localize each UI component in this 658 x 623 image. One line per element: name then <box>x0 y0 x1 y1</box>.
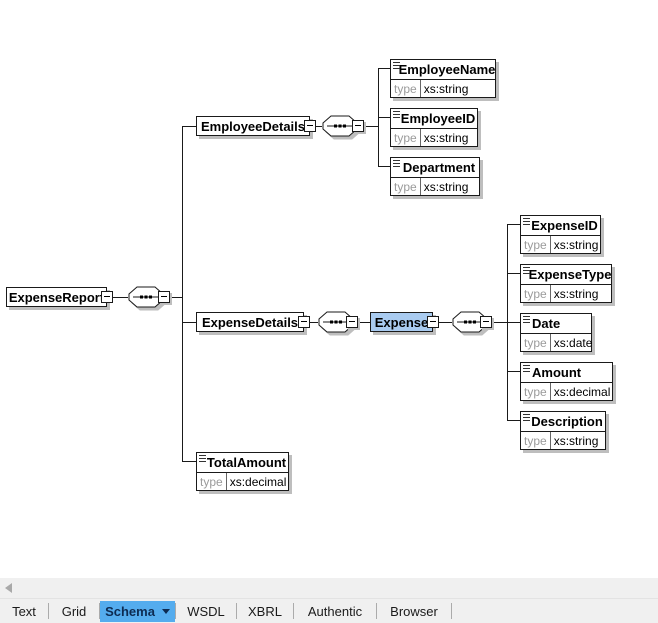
connector-line <box>507 224 520 225</box>
tab-browser[interactable]: Browser <box>390 603 438 619</box>
connector-line <box>170 297 182 298</box>
collapse-toggle[interactable] <box>352 120 364 132</box>
schema-element-expenseid[interactable]: ExpenseID type xs:string <box>520 215 601 254</box>
annotation-icon <box>523 365 530 372</box>
element-name: Department <box>391 158 479 177</box>
element-name: Description <box>521 412 605 431</box>
element-type-row: type xs:string <box>521 235 600 253</box>
sequence-compositor-icon[interactable] <box>452 311 488 333</box>
scroll-left-arrow-icon[interactable] <box>5 583 12 593</box>
dropdown-caret-icon <box>161 608 170 614</box>
connector-line <box>182 126 183 462</box>
element-name: TotalAmount <box>197 453 288 472</box>
annotation-icon <box>523 267 530 274</box>
tab-grid[interactable]: Grid <box>61 603 87 619</box>
collapse-toggle[interactable] <box>158 291 170 303</box>
schema-element-description[interactable]: Description type xs:string <box>520 411 606 450</box>
element-name: ExpenseDetails <box>201 314 299 330</box>
connector-line <box>309 322 318 323</box>
schema-element-employeedetails[interactable]: EmployeeDetails <box>196 116 316 136</box>
connector-line <box>378 68 390 69</box>
element-type-row: type xs:date <box>521 333 592 351</box>
element-type-row: type xs:decimal <box>521 382 612 400</box>
connector-line <box>492 322 520 323</box>
schema-element-date[interactable]: Date type xs:date <box>520 313 592 352</box>
schema-element-department[interactable]: Department type xs:string <box>390 157 480 196</box>
connector-line <box>113 297 128 298</box>
element-name: EmployeeID <box>391 109 477 128</box>
schema-element-amount[interactable]: Amount type xs:decimal <box>520 362 613 401</box>
schema-element-employeename[interactable]: EmployeeName type xs:string <box>390 59 496 98</box>
collapse-toggle[interactable] <box>480 316 492 328</box>
connector-line <box>182 126 196 127</box>
element-name: Expense <box>374 314 429 330</box>
element-name: ExpenseType <box>521 265 611 284</box>
tab-separator <box>175 603 176 619</box>
connector-line <box>507 224 508 421</box>
element-type-row: type xs:decimal <box>197 472 288 490</box>
schema-element-totalamount[interactable]: TotalAmount type xs:decimal <box>196 452 289 491</box>
tab-separator <box>451 603 452 619</box>
collapse-toggle[interactable] <box>298 316 310 328</box>
sequence-compositor-icon[interactable] <box>128 286 164 308</box>
schema-element-expense[interactable]: Expense <box>370 312 439 332</box>
element-type-row: type xs:string <box>391 177 479 195</box>
element-type-row: type xs:string <box>521 431 605 449</box>
annotation-icon <box>393 160 400 167</box>
element-name: ExpenseReport <box>8 289 105 305</box>
annotation-icon <box>523 414 530 421</box>
element-name: EmployeeName <box>391 60 495 79</box>
collapse-toggle[interactable] <box>346 316 358 328</box>
connector-line <box>182 322 196 323</box>
annotation-icon <box>523 218 530 225</box>
connector-line <box>507 371 520 372</box>
element-name: ExpenseID <box>521 216 600 235</box>
collapse-toggle[interactable] <box>304 120 316 132</box>
element-type-row: type xs:string <box>391 79 495 97</box>
connector-line <box>507 420 520 421</box>
tab-separator <box>236 603 237 619</box>
connector-line <box>314 126 322 127</box>
tab-separator <box>99 603 100 619</box>
connector-line <box>378 166 390 167</box>
annotation-icon <box>393 62 400 69</box>
connector-line <box>438 322 452 323</box>
schema-element-expensetype[interactable]: ExpenseType type xs:string <box>520 264 612 303</box>
view-tab-bar: Text Grid Schema WSDL XBRL Authentic Bro… <box>0 598 658 623</box>
tab-schema[interactable]: Schema <box>100 600 175 622</box>
element-name: Amount <box>521 363 612 382</box>
tab-wsdl[interactable]: WSDL <box>187 603 225 619</box>
annotation-icon <box>523 316 530 323</box>
element-name: EmployeeDetails <box>200 118 306 134</box>
element-type-row: type xs:string <box>391 128 477 146</box>
tab-separator <box>376 603 377 619</box>
sequence-compositor-icon[interactable] <box>318 311 354 333</box>
tab-separator <box>48 603 49 619</box>
element-type-row: type xs:string <box>521 284 611 302</box>
collapse-toggle[interactable] <box>427 316 439 328</box>
connector-line <box>507 273 520 274</box>
tab-xbrl[interactable]: XBRL <box>248 603 282 619</box>
collapse-toggle[interactable] <box>101 291 113 303</box>
connector-line <box>358 322 370 323</box>
tab-authentic[interactable]: Authentic <box>307 603 363 619</box>
tab-separator <box>293 603 294 619</box>
connector-line <box>362 126 378 127</box>
sequence-compositor-icon[interactable] <box>322 115 358 137</box>
tab-text[interactable]: Text <box>12 603 36 619</box>
connector-line <box>378 117 390 118</box>
schema-element-employeeid[interactable]: EmployeeID type xs:string <box>390 108 478 147</box>
connector-line <box>182 461 196 462</box>
schema-element-expensereport[interactable]: ExpenseReport <box>6 287 113 307</box>
element-name: Date <box>521 314 591 333</box>
annotation-icon <box>393 111 400 118</box>
annotation-icon <box>199 455 206 462</box>
horizontal-scrollbar[interactable] <box>0 578 658 598</box>
schema-element-expensedetails[interactable]: ExpenseDetails <box>196 312 310 332</box>
